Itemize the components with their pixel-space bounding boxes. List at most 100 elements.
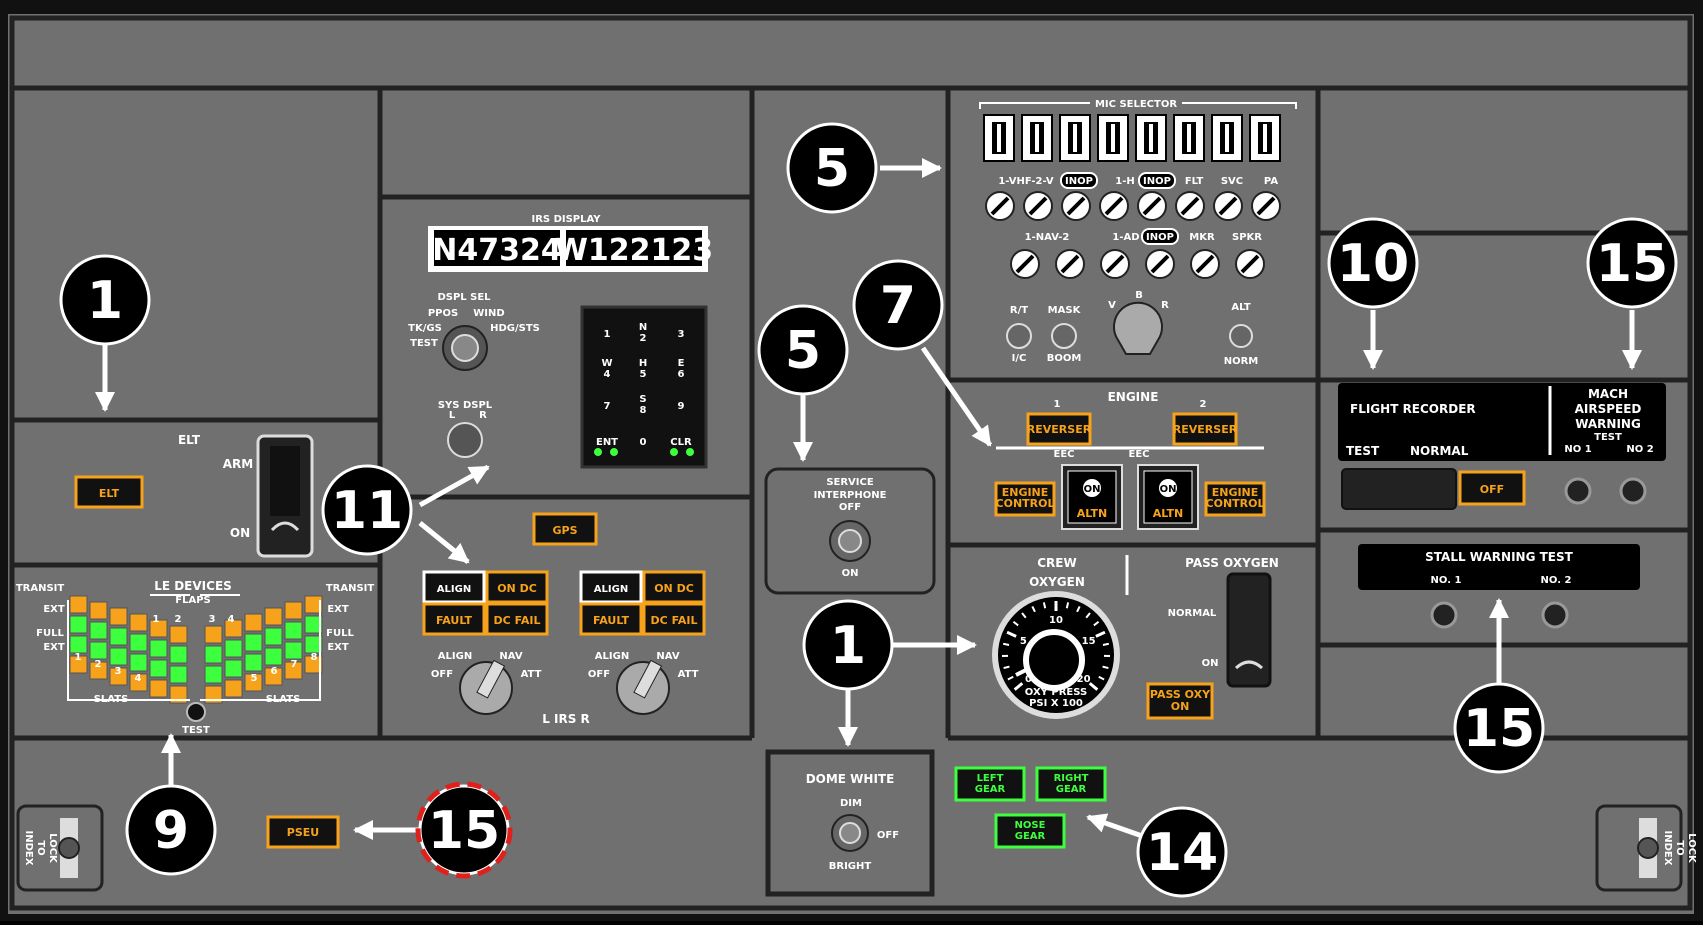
- le-test-label: TEST: [182, 725, 210, 736]
- le-light: [90, 642, 107, 659]
- mic-row1-label: PA: [1264, 176, 1278, 187]
- le-test-button[interactable]: [187, 703, 205, 721]
- elt-arm-label: ARM: [223, 457, 253, 471]
- filter-selector-knob[interactable]: [1114, 303, 1162, 354]
- eec-label: EEC: [1053, 449, 1074, 460]
- gauge-tick-label: 15: [1082, 636, 1096, 647]
- le-light: [225, 640, 242, 657]
- elt-on-label: ON: [230, 526, 250, 540]
- alt-norm-switch[interactable]: [1230, 325, 1252, 347]
- mic-row1-label: 1-VHF-2-V: [998, 176, 1054, 187]
- keypad-key[interactable]: 1: [604, 329, 611, 340]
- irs-att-label: ATT: [678, 669, 699, 680]
- pass-oxygen-switch[interactable]: [1228, 574, 1270, 686]
- reverser-label: REVERSER: [1027, 423, 1092, 436]
- stall-test-1-button[interactable]: [1432, 603, 1456, 627]
- mic-row1-label: INOP: [1065, 176, 1093, 187]
- irs-annunciator-label: FAULT: [436, 614, 473, 627]
- crew-oxygen-l1: CREW: [1037, 556, 1076, 570]
- engine-1-label: 1: [1054, 399, 1061, 410]
- mic-row1-label: 1-H: [1115, 176, 1134, 187]
- engine-2-label: 2: [1200, 399, 1207, 410]
- norm-label: NORM: [1224, 356, 1259, 367]
- callout-number: 1: [87, 271, 123, 331]
- keypad-key[interactable]: 9: [678, 401, 685, 412]
- le-light: [130, 614, 147, 631]
- le-light: [110, 628, 127, 645]
- slat-number: 1: [75, 652, 82, 663]
- irs-off-label: OFF: [431, 669, 453, 680]
- index-to-lock-label: INDEX: [1662, 831, 1673, 866]
- keypad-key[interactable]: ENT: [596, 437, 618, 448]
- le-light: [245, 634, 262, 651]
- stall-test-2-button[interactable]: [1543, 603, 1567, 627]
- service-interphone-title-l2: INTERPHONE: [814, 490, 887, 501]
- callout-number: 5: [814, 139, 850, 199]
- mic-row1-label: SVC: [1221, 176, 1243, 187]
- flaps-label: FLAPS: [175, 595, 210, 606]
- mask-boom-switch[interactable]: [1052, 324, 1076, 348]
- eec-on-label: ON: [1084, 484, 1101, 495]
- mic-row2-label: INOP: [1146, 232, 1174, 243]
- le-light: [285, 602, 302, 619]
- index-to-lock-label: INDEX: [23, 831, 34, 866]
- le-light: [265, 608, 282, 625]
- mic-row1-label: FLT: [1185, 176, 1204, 187]
- b-label: B: [1135, 290, 1143, 301]
- irs-display-title: IRS DISPLAY: [531, 214, 601, 225]
- irs-annunciator-label: FAULT: [593, 614, 630, 627]
- le-light: [130, 654, 147, 671]
- le-light: [205, 666, 222, 683]
- service-interphone-off: OFF: [839, 502, 861, 513]
- le-light: [150, 680, 167, 697]
- callout-number: 9: [153, 801, 189, 861]
- callout-number: 5: [785, 321, 821, 381]
- irs-lat-readout: N47324: [432, 233, 561, 268]
- slat-number: 4: [135, 673, 142, 684]
- mach-no2: NO 2: [1626, 444, 1653, 455]
- mach-test-2-button[interactable]: [1621, 479, 1645, 503]
- keypad-led: [594, 448, 602, 456]
- pass-oxy-on-l2: ON: [1171, 700, 1190, 713]
- flap-number: 4: [228, 614, 235, 625]
- flight-recorder-switch[interactable]: [1342, 469, 1456, 509]
- reverser-label: REVERSER: [1173, 423, 1238, 436]
- index-to-lock-label: LOCK: [47, 833, 58, 864]
- slat-number: 6: [271, 666, 278, 677]
- callout-number: 15: [428, 801, 500, 861]
- keypad-key[interactable]: 7: [604, 401, 611, 412]
- mach-test-1-button[interactable]: [1566, 479, 1590, 503]
- keypad-key[interactable]: 3: [678, 329, 685, 340]
- pass-oxygen-on: ON: [1202, 658, 1219, 669]
- dome-dim-label: DIM: [840, 798, 862, 809]
- le-light: [150, 640, 167, 657]
- keypad-key[interactable]: CLR: [670, 437, 692, 448]
- flap-number: 1: [153, 614, 160, 625]
- slat-number: 5: [251, 673, 258, 684]
- mach-title-l1: MACH: [1588, 387, 1628, 401]
- keypad-led: [670, 448, 678, 456]
- le-light: [90, 622, 107, 639]
- service-interphone-on: ON: [842, 568, 859, 579]
- irs-lon-readout: W122123: [555, 233, 713, 268]
- gps-label: GPS: [552, 524, 577, 537]
- callout-number: 11: [331, 481, 403, 541]
- keypad-key[interactable]: 0: [640, 437, 647, 448]
- callout-number: 14: [1146, 823, 1218, 883]
- eec-altn-label: ALTN: [1077, 507, 1107, 520]
- stall-no1: NO. 1: [1431, 575, 1462, 586]
- gauge-tick-label: 10: [1049, 615, 1063, 626]
- ext-label-right: EXT: [327, 604, 349, 615]
- keypad-led: [610, 448, 618, 456]
- dspl-sel-label: DSPL SEL: [437, 292, 491, 303]
- sys-dspl-switch[interactable]: [448, 423, 482, 457]
- rt-ic-switch[interactable]: [1007, 324, 1031, 348]
- stall-no2: NO. 2: [1541, 575, 1572, 586]
- le-devices-title: LE DEVICES: [154, 579, 232, 593]
